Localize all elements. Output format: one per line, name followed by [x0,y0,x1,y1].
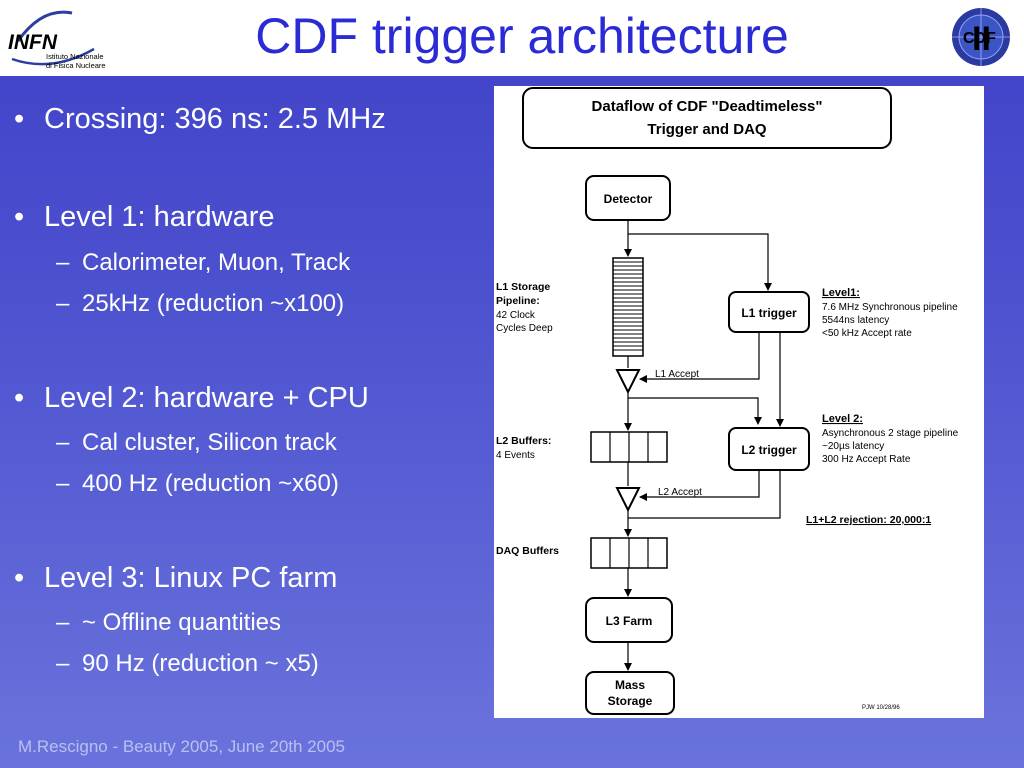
sub-bullet-marker: – [56,470,70,497]
l2-buffers-label: L2 Buffers: [496,435,551,447]
rejection-label: L1+L2 rejection: 20,000:1 [806,514,931,526]
line-l2-trigger-to-rejection [628,470,781,519]
sub-bullet-marker: – [56,609,70,636]
sub-bullet-text: 400 Hz (reduction ~x60) [82,470,339,497]
bullet-list: • Crossing: 396 ns: 2.5 MHz • Level 1: h… [0,0,490,740]
l2-accept-label: L2 Accept [658,487,702,498]
footer-text: M.Rescigno - Beauty 2005, June 20th 2005 [18,737,345,756]
sub-bullet-marker: – [56,429,70,456]
infn-wordmark: INFN [8,31,58,54]
l1-storage-label: Pipeline: [496,295,540,307]
l2-buffers-detail: 4 Events [496,450,535,461]
cdf-logo-numeral: II [972,20,991,58]
sub-bullet-marker: – [56,650,70,677]
level1-heading: Level1: [822,287,860,299]
diagram-title-line-2: Trigger and DAQ [647,121,767,138]
diagram-title-line-1: Dataflow of CDF "Deadtimeless" [592,98,823,115]
mass-storage-label: Storage [608,694,653,708]
level1-detail: <50 kHz Accept rate [822,328,912,339]
infn-line-1: Istituto Nazionale [46,52,104,61]
mass-storage-label: Mass [615,678,645,692]
cdf-logo: II CDF [952,8,1010,66]
page-title: CDF trigger architecture [255,8,789,64]
diagram-signature: PJW 10/28/96 [862,705,900,711]
l1-accept-label: L1 Accept [655,369,699,380]
bullet-marker: • [14,562,25,594]
arrow-l2-accept [639,470,760,501]
bullet-text: Crossing: 396 ns: 2.5 MHz [44,103,386,135]
l2-trigger-box [728,427,810,471]
sub-bullet-text: 90 Hz (reduction ~ x5) [82,650,319,677]
bullet-marker: • [14,201,25,233]
l1-accept-gate [615,369,641,395]
diagram-title-box [522,87,892,149]
l1-trigger-label: L1 trigger [741,306,797,320]
bullet-text: Level 2: hardware + CPU [44,382,369,414]
arrow-l1-accept [639,332,760,383]
bullet-marker: • [14,382,25,414]
pipeline-cells [613,261,643,351]
infn-line-2: di Fisica Nucleare [46,61,106,70]
l3-farm-box [585,597,673,643]
sub-bullet-text: 25kHz (reduction ~x100) [82,290,345,317]
l1-trigger-box [728,291,810,333]
level2-heading: Level 2: [822,413,863,425]
level1-detail: 7.6 MHz Synchronous pipeline [822,302,958,313]
sub-bullet-text: ~ Offline quantities [82,609,282,636]
daq-buffers-label: DAQ Buffers [496,545,559,557]
sub-bullet-marker: – [56,290,70,317]
dataflow-diagram: Dataflow of CDF "Deadtimeless" Trigger a… [494,86,984,718]
mass-storage-box [585,671,675,715]
sub-bullet-text: Cal cluster, Silicon track [82,429,337,456]
dataflow-diagram-svg: Dataflow of CDF "Deadtimeless" Trigger a… [496,87,959,715]
level2-detail: ~20µs latency [822,441,884,452]
level2-detail: 300 Hz Accept Rate [822,454,911,465]
l1-storage-detail: 42 Clock [496,310,536,321]
infn-logo: INFN Istituto Nazionale di Fisica Nuclea… [8,10,106,70]
bullet-text: Level 1: hardware [44,201,275,233]
arrow-detector-to-l1-trigger [628,233,772,291]
arrow-l1-gate-to-l2-trigger [628,397,762,425]
l1-pipeline [612,257,644,357]
detector-label: Detector [604,192,653,206]
bullet-marker: • [14,103,25,135]
title-bar: INFN Istituto Nazionale di Fisica Nuclea… [0,0,1024,76]
sub-bullet-marker: – [56,249,70,276]
level1-detail: 5544ns latency [822,315,889,326]
bullet-text: Level 3: Linux PC farm [44,562,338,594]
l1-storage-label: L1 Storage [496,281,550,293]
l3-farm-label: L3 Farm [606,614,653,628]
l2-accept-gate [615,487,641,513]
l2-trigger-label: L2 trigger [741,443,797,457]
sub-bullet-text: Calorimeter, Muon, Track [82,249,351,276]
l1-storage-detail: Cycles Deep [496,323,553,334]
level2-detail: Asynchronous 2 stage pipeline [822,428,959,439]
cdf-logo-text: CDF [963,30,996,47]
